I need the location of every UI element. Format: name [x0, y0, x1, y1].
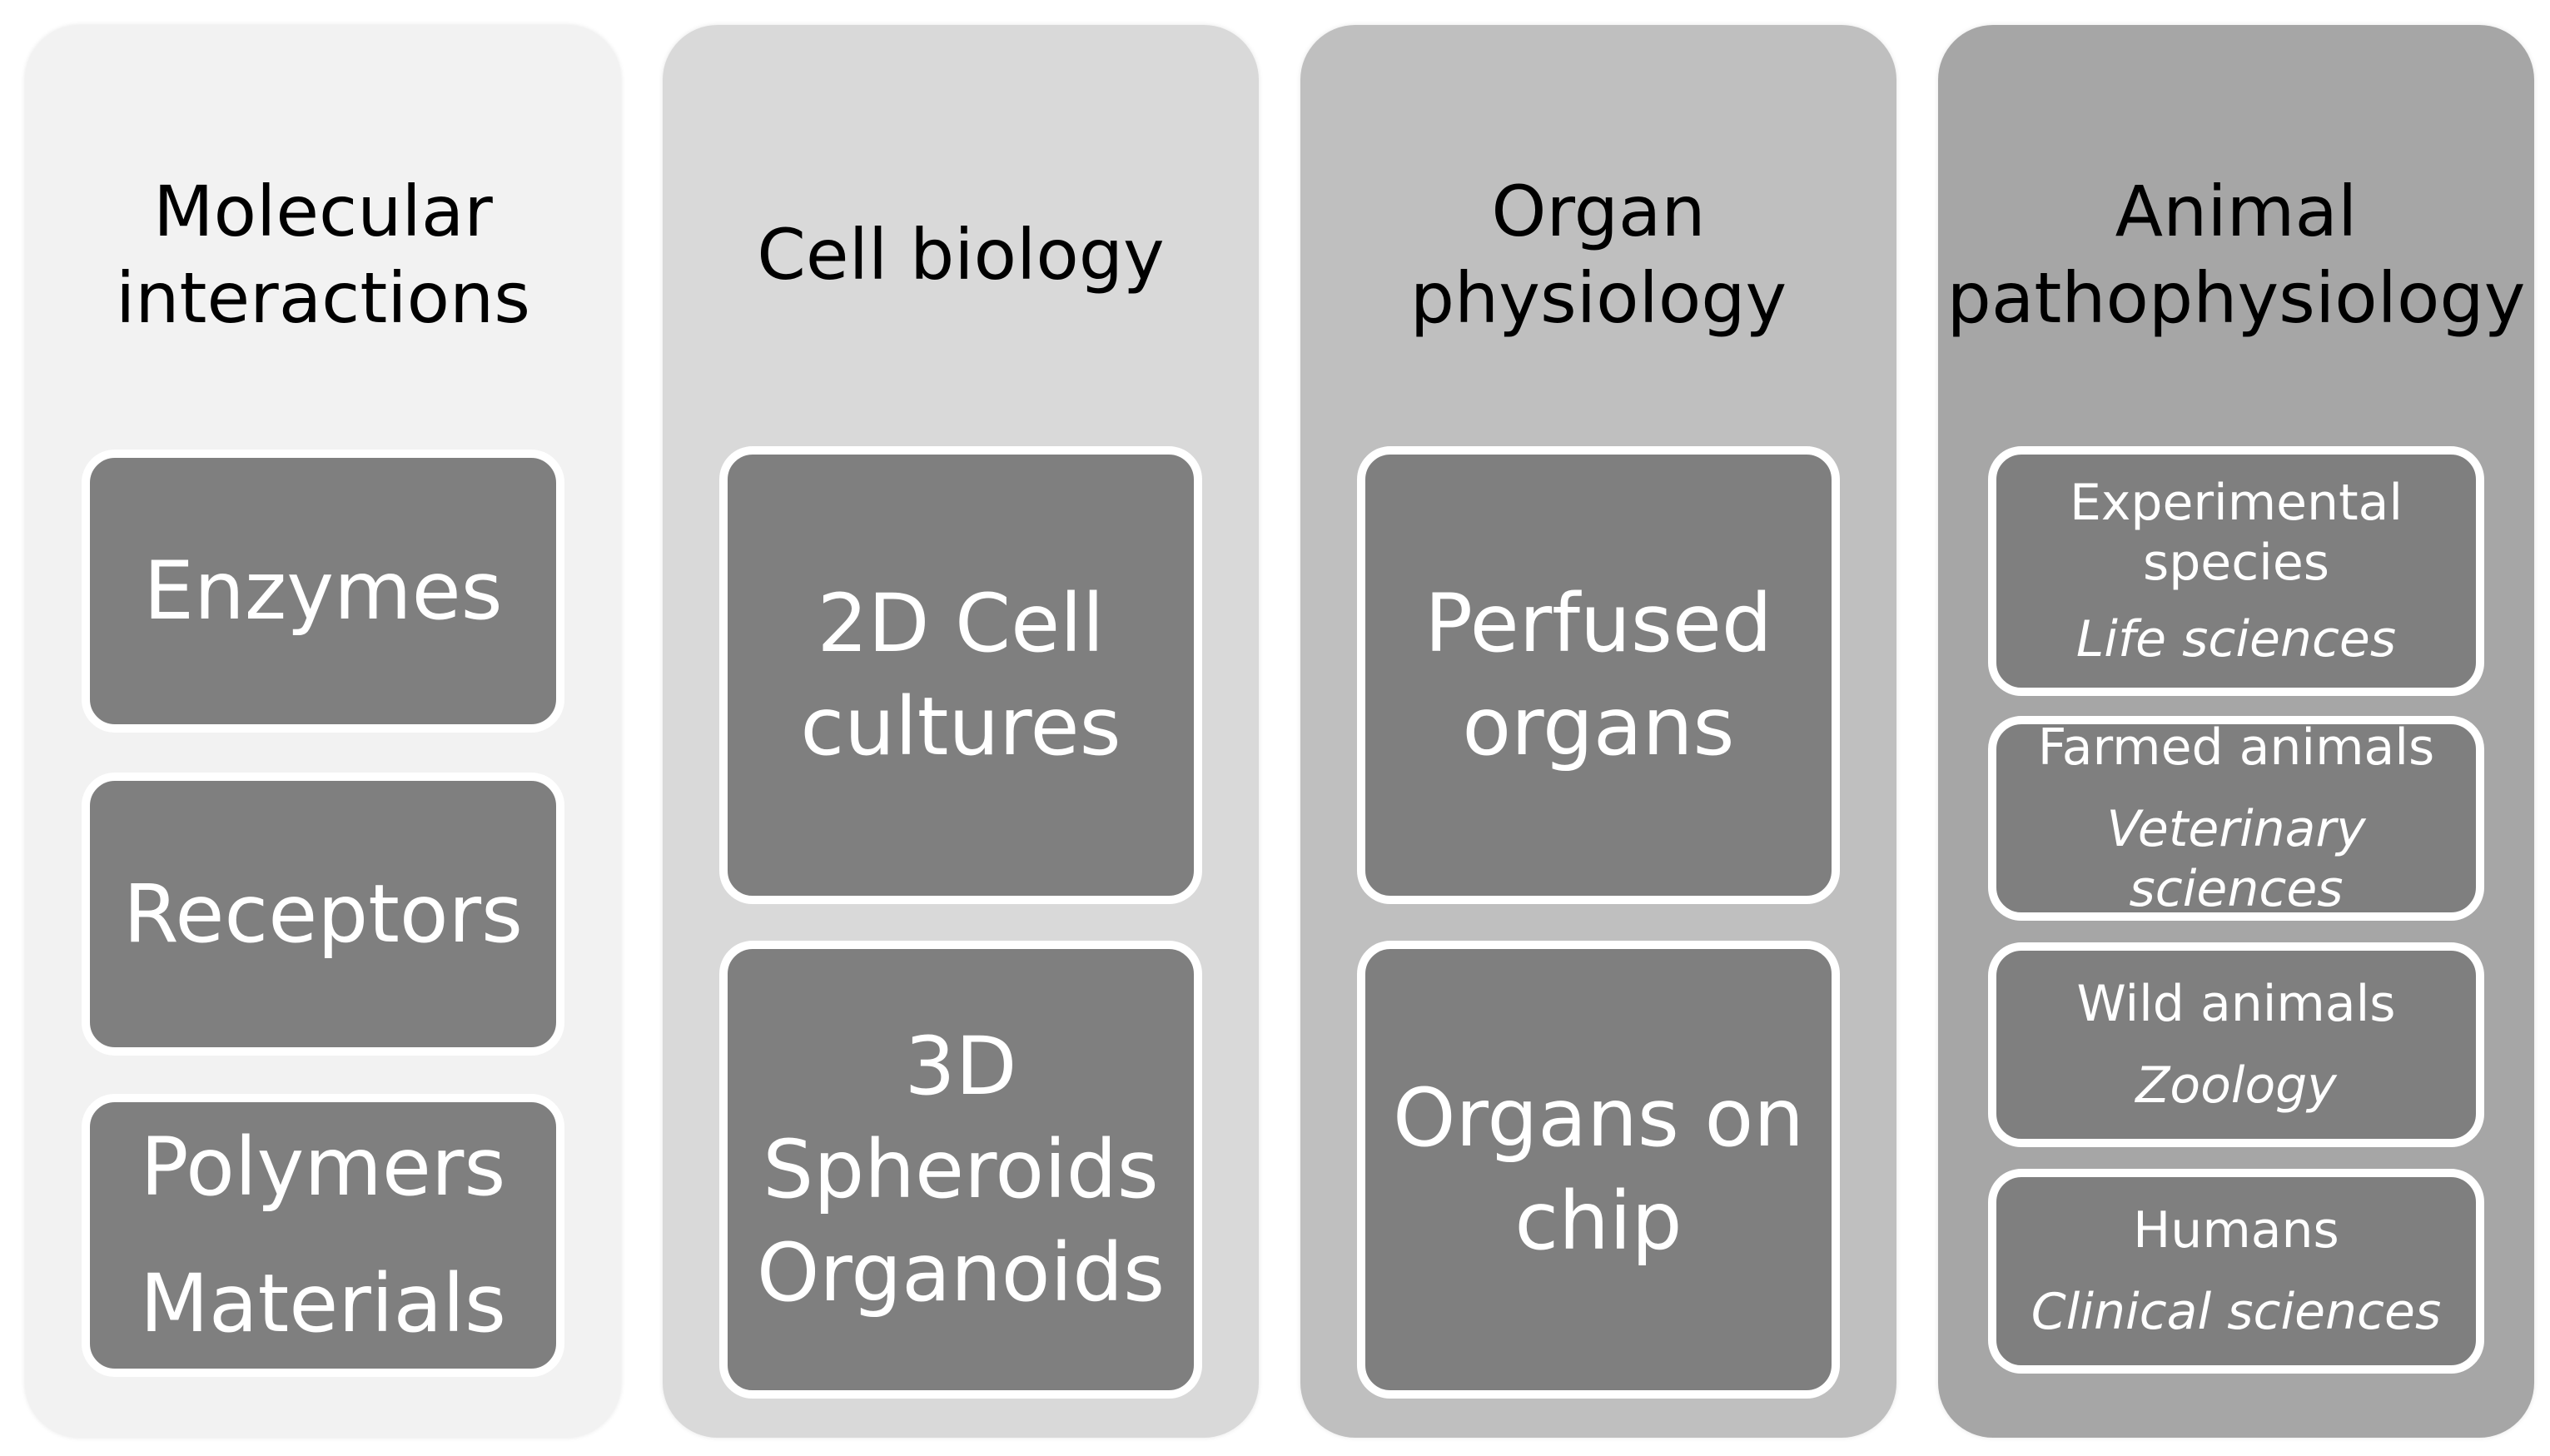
column-title-line: interactions	[115, 257, 531, 339]
column-title: Molecular interactions	[25, 155, 621, 355]
box-label: Organs on	[1392, 1071, 1805, 1165]
column-title: Organ physiology	[1300, 155, 1896, 355]
column-title-line: physiology	[1409, 257, 1787, 339]
column-title: Animal pathophysiology	[1938, 155, 2534, 355]
box-label: Receptors	[122, 867, 524, 961]
box-subtitle: Clinical sciences	[2031, 1283, 2442, 1341]
box-label: Polymers	[140, 1121, 506, 1214]
box-label: species	[2142, 534, 2330, 592]
column-title-line: pathophysiology	[1946, 257, 2526, 339]
box-subtitle: Life sciences	[2075, 610, 2397, 668]
box-label: cultures	[800, 680, 1121, 773]
column-title: Cell biology	[663, 155, 1259, 355]
box-farmed-animals: Farmed animals Veterinary sciences	[1988, 716, 2484, 921]
column-title-line: Organ	[1491, 171, 1706, 252]
box-receptors: Receptors	[82, 773, 564, 1056]
box-label: Spheroids	[763, 1123, 1159, 1216]
box-label: Wild animals	[2076, 975, 2396, 1033]
box-label: Materials	[139, 1257, 506, 1350]
column-organ-physiology: Organ physiology Perfused organs Organs …	[1300, 25, 1896, 1438]
box-humans: Humans Clinical sciences	[1988, 1169, 2484, 1374]
box-label: 3D	[904, 1020, 1017, 1113]
box-subtitle: Veterinary sciences	[2106, 800, 2366, 918]
box-label: Experimental	[2069, 474, 2403, 532]
column-molecular-interactions: Molecular interactions Enzymes Receptors…	[25, 25, 621, 1438]
box-label: Humans	[2133, 1201, 2339, 1260]
box-organs-on-chip: Organs on chip	[1357, 941, 1840, 1399]
column-title-line: Cell biology	[757, 214, 1165, 296]
box-label: Farmed animals	[2037, 718, 2435, 777]
box-2d-cell-cultures: 2D Cell cultures	[719, 446, 1202, 904]
column-title-line: Animal	[2115, 171, 2358, 252]
box-label: Enzymes	[143, 544, 503, 638]
box-label: 2D Cell	[817, 577, 1105, 670]
box-label: organs	[1462, 680, 1735, 773]
box-label: chip	[1514, 1175, 1683, 1268]
column-title-line: Molecular	[153, 171, 493, 252]
box-subtitle: Zoology	[2135, 1056, 2337, 1115]
column-animal-pathophysiology: Animal pathophysiology Experimental spec…	[1938, 25, 2534, 1438]
box-experimental-species: Experimental species Life sciences	[1988, 446, 2484, 696]
box-label: Organoids	[756, 1226, 1166, 1319]
box-wild-animals: Wild animals Zoology	[1988, 942, 2484, 1147]
box-perfused-organs: Perfused organs	[1357, 446, 1840, 904]
column-cell-biology: Cell biology 2D Cell cultures 3D Spheroi…	[663, 25, 1259, 1438]
box-3d-spheroids-organoids: 3D Spheroids Organoids	[719, 941, 1202, 1399]
box-polymers-materials: Polymers Materials	[82, 1094, 564, 1377]
box-label: Perfused	[1424, 577, 1772, 670]
box-enzymes: Enzymes	[82, 450, 564, 733]
